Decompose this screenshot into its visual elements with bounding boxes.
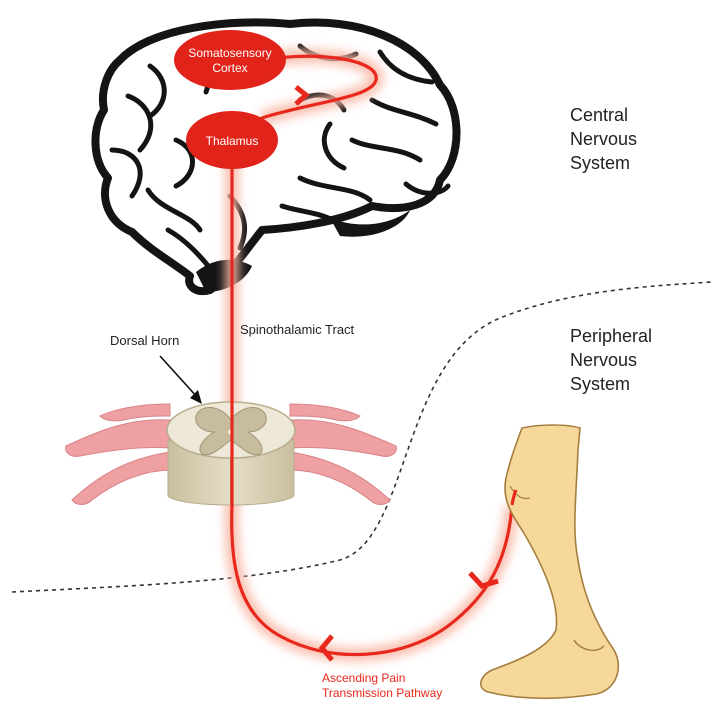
- cns-label-line3: System: [570, 153, 630, 173]
- pathway-label-line2: Transmission Pathway: [322, 686, 442, 700]
- somatosensory-label-line2: Cortex: [212, 61, 247, 75]
- pns-label-line2: Nervous: [570, 350, 637, 370]
- nerve-roots-left: [66, 404, 172, 505]
- somatosensory-cortex-node: [174, 30, 286, 90]
- nerve-roots-right: [290, 404, 396, 505]
- thalamus-label: Thalamus: [206, 134, 259, 148]
- spinothalamic-label: Spinothalamic Tract: [240, 322, 355, 337]
- pns-label: Peripheral: [570, 326, 652, 346]
- pathway-label: Ascending Pain: [322, 671, 405, 685]
- pns-label-line3: System: [570, 374, 630, 394]
- dorsal-horn-label: Dorsal Horn: [110, 333, 179, 348]
- cns-label: Central: [570, 105, 628, 125]
- cns-label-line2: Nervous: [570, 129, 637, 149]
- somatosensory-label: Somatosensory: [188, 46, 271, 60]
- pointer-arrow-icon: [160, 356, 202, 404]
